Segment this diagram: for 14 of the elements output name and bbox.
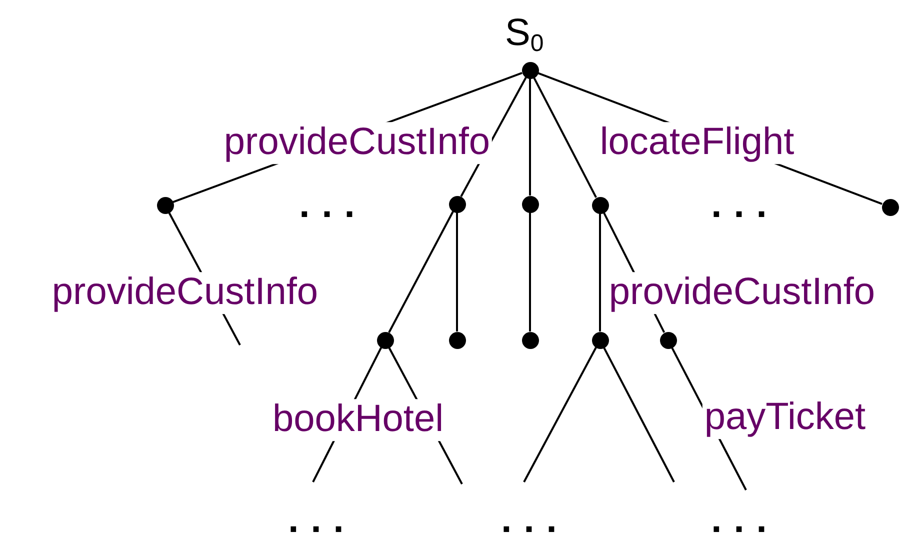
state-label: S$_{0}$ [505, 14, 544, 56]
ellipsis: ... [711, 186, 779, 224]
tree-edge [533, 77, 597, 198]
tree-edge [529, 78, 531, 196]
tree-edge [523, 347, 597, 482]
tree-edge [388, 211, 454, 333]
ellipsis: ... [299, 186, 367, 224]
ellipsis: ... [711, 501, 779, 533]
ellipsis: ... [288, 501, 356, 533]
tree-edge [599, 214, 601, 332]
ellipsis: ... [501, 501, 569, 533]
tree-edge [456, 212, 458, 332]
tree-edge [603, 347, 675, 482]
tree-edge [529, 212, 531, 332]
